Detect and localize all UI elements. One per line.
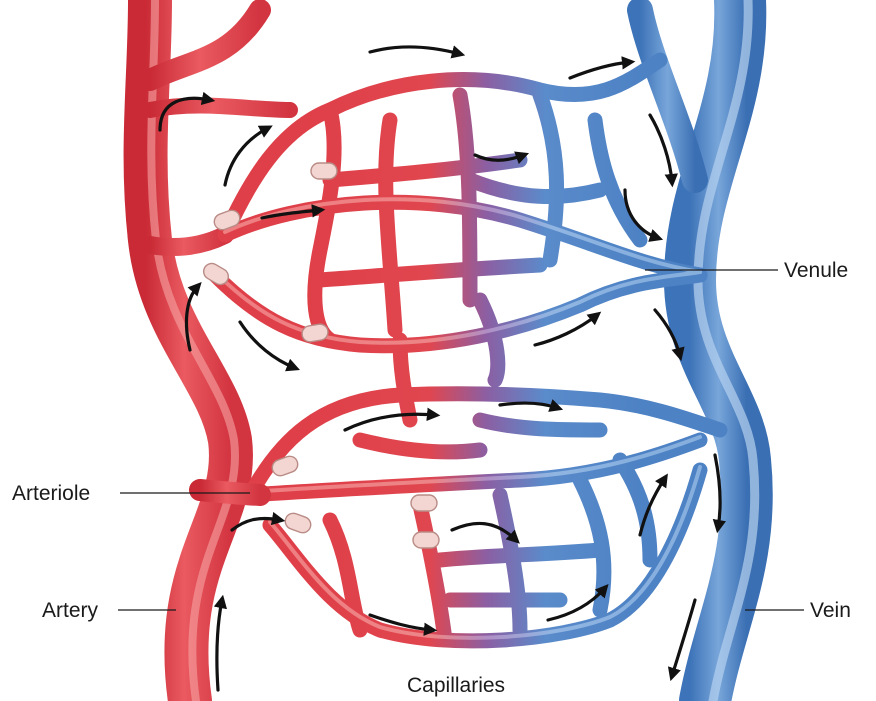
sphincter-icon bbox=[411, 495, 437, 511]
arrow-icon bbox=[217, 600, 222, 690]
sphincter-icon bbox=[283, 511, 313, 535]
arrow-icon bbox=[345, 414, 435, 430]
arrow-icon bbox=[570, 62, 630, 78]
arrow-icon bbox=[370, 47, 460, 54]
artery-vessel bbox=[146, 0, 290, 701]
capillaries-network bbox=[215, 60, 720, 641]
vein-label: Vein bbox=[810, 599, 851, 622]
arrow-icon bbox=[715, 455, 720, 528]
venule-label: Venule bbox=[784, 259, 848, 282]
artery-label: Artery bbox=[42, 599, 99, 622]
arteriole-label: Arteriole bbox=[12, 482, 90, 505]
vein-vessel bbox=[640, 0, 755, 701]
sphincter-icon bbox=[413, 532, 439, 548]
sphincter-icon bbox=[311, 163, 337, 179]
capillaries-label: Capillaries bbox=[407, 674, 505, 697]
